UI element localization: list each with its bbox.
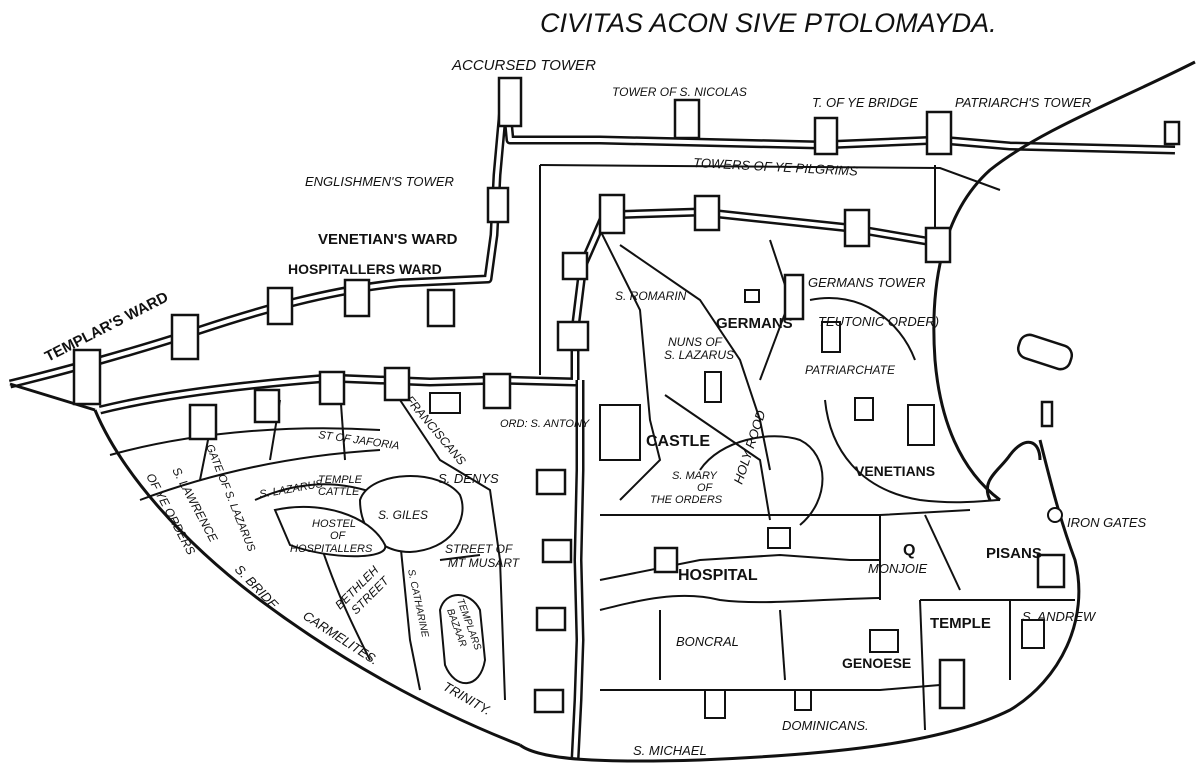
label-nuns-2: S. LAZARUS [664,348,734,362]
pilgrims-tower-4-icon [924,226,952,264]
label-castle: CASTLE [646,433,710,450]
nuns-building-icon [704,371,722,403]
label-s-lazarus: S. LAZARUS [258,478,324,501]
label-pisans: PISANS [986,545,1042,562]
label-germans-tower: GERMANS TOWER [808,275,926,290]
inner-tower-3-icon [383,366,411,402]
label-s-denys: S. DENYS [438,471,499,486]
label-ord-s-antony: ORD: S. ANTONY [500,418,590,430]
label-tower-bridge: T. OF YE BRIDGE [812,95,918,110]
map-labels: CIVITAS ACON SIVE PTOLOMAYDA. ACCURSED T… [42,8,1146,758]
teutonic-building-icon [821,321,841,353]
dominicans-building-icon [794,689,812,711]
hospitallers-tower-1-icon [266,286,294,326]
inner-tower-4-icon [482,372,512,410]
englishmens-tower-icon [486,186,510,224]
label-s-mary-3: THE ORDERS [650,494,723,506]
hospital-tower-icon [653,546,679,574]
label-st-jaforia: ST OF JAFORIA [318,429,401,452]
pilgrims-tower-2-icon [693,194,721,232]
pilgrims-tower-1-icon [598,193,626,235]
accursed-tower-icon [497,76,523,128]
label-s-giles: S. GILES [378,508,428,522]
map-title: CIVITAS ACON SIVE PTOLOMAYDA. [540,8,997,38]
label-hospitallers-ward: HOSPITALLERS WARD [288,261,442,277]
label-hostel-1: HOSTEL [312,518,356,530]
label-teutonic-order: TEUTONIC ORDER) [818,314,939,329]
pilgrims-tower-3-icon [843,208,871,248]
label-hospital: HOSPITAL [678,567,758,584]
label-s-romarin: S. ROMARIN [615,289,687,303]
towers [72,76,1181,714]
label-dominicans: DOMINICANS. [782,718,869,733]
hospitallers-tower-3-icon [426,288,456,328]
patriarchate-building-icon [907,404,935,446]
patriarchate-tower-icon [854,397,874,421]
label-temple-cattle-1: TEMPLE [318,474,363,486]
monjoie-marker: Q [903,542,915,559]
label-temple-cattle-2: CATTLE [318,486,360,498]
label-s-michael: S. MICHAEL [633,743,707,758]
pisans-tower-icon [1036,553,1066,589]
label-hostel-3: HOSPITALLERS [290,543,373,555]
label-towers-pilgrims: TOWERS OF YE PILGRIMS [693,155,859,179]
label-s-mary-1: S. MARY [672,470,717,482]
label-genoese: GENOESE [842,655,911,671]
inner-tower-6-icon [561,251,589,281]
label-street-musart-2: MT MUSART [448,556,521,570]
inner-tower-5-icon [556,320,590,352]
wall-tower-4-icon [533,688,565,714]
castle-building-icon [599,404,641,461]
s-michael-building-icon [704,689,726,719]
east-tower-icon [1163,120,1181,146]
patriarchs-tower-icon [925,110,953,156]
label-s-bride: S. BRIDE [232,562,282,613]
fly-tower-icon [1040,400,1054,428]
wall-tower-2-icon [541,538,573,564]
label-tower-s-nicolas: TOWER OF S. NICOLAS [612,85,747,99]
antony-building-icon [429,392,461,414]
label-englishmens-tower: ENGLISHMEN'S TOWER [305,174,454,189]
street-network [109,164,1075,731]
label-nuns-1: NUNS OF [668,335,723,349]
label-monjoie: MONJOIE [868,561,928,576]
label-street-musart-1: STREET OF [445,542,513,556]
label-s-andrew: S. ANDREW [1022,609,1097,624]
inner-tower-1-icon [253,388,281,424]
templars-tower-2-icon [72,348,102,406]
hospital-building-icon [767,527,791,549]
label-germans: GERMANS [716,315,793,332]
tower-s-nicolas-icon [673,98,701,140]
label-venetians: VENETIANS [855,463,935,479]
label-iron-gates: IRON GATES [1067,515,1147,530]
buildings: Q [429,289,1063,719]
lazarus-gate-tower-icon [188,403,218,441]
iron-gates-icon [1047,507,1063,523]
label-s-mary-2: OF [697,482,714,494]
germans-tower-icon [783,273,805,321]
inner-tower-2-icon [318,370,346,406]
label-patriarchate: PATRIARCHATE [805,363,896,377]
harbour-tower-icon [1016,333,1074,371]
label-boncral: BONCRAL [676,634,739,649]
wall-tower-1-icon [535,468,567,496]
hospitallers-tower-2-icon [343,278,371,318]
genoese-building-icon [869,629,899,653]
label-temple: TEMPLE [930,615,991,632]
wall-tower-3-icon [535,606,567,632]
templars-tower-1-icon [170,313,200,361]
label-venetians-ward: VENETIAN'S WARD [318,231,458,248]
label-patriarchs-tower: PATRIARCH'S TOWER [955,95,1091,110]
temple-tower-icon [938,658,966,710]
label-hostel-2: OF [330,530,347,542]
label-trinity: TRINITY. [441,679,494,718]
romarin-building-icon [744,289,760,303]
s-andrew-building-icon [1021,619,1045,649]
bridge-tower-icon [813,116,839,156]
label-accursed-tower: ACCURSED TOWER [451,57,596,74]
